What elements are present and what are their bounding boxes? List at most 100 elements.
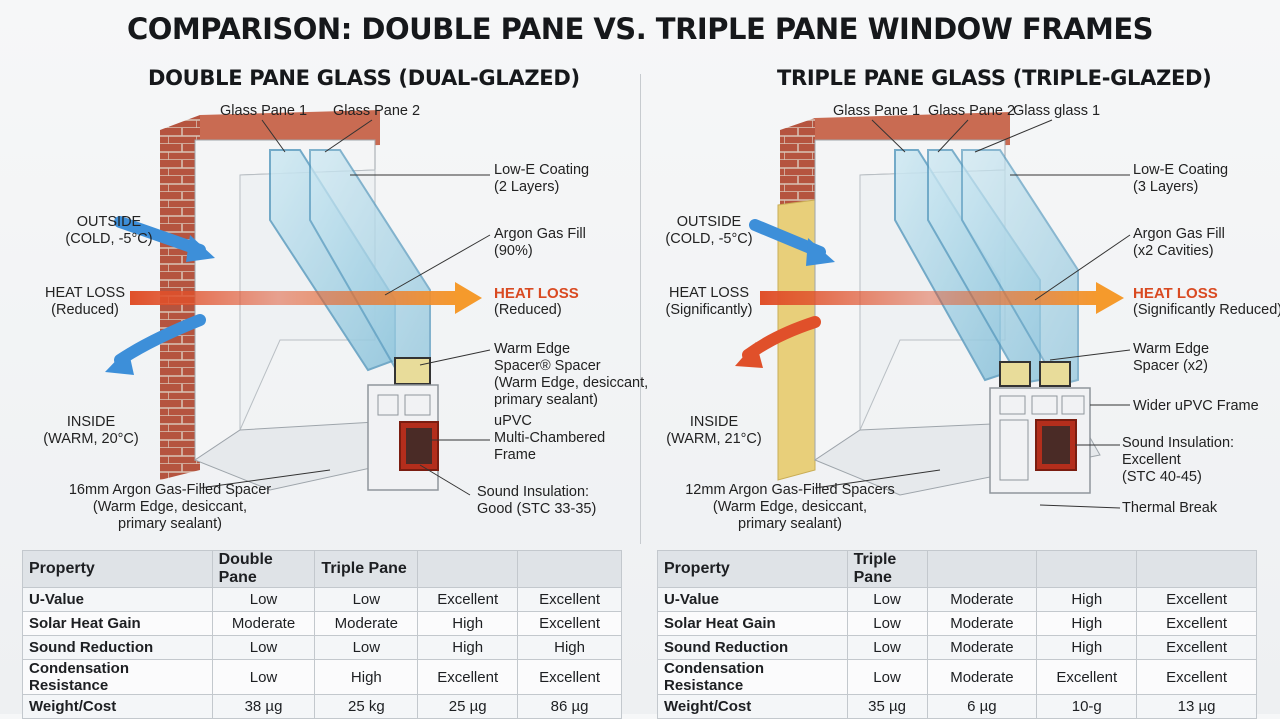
table-row: Weight/Cost 38 µg 25 kg 25 µg 86 µg xyxy=(22,694,622,719)
table-cell: High xyxy=(1036,611,1138,636)
table-cell: Excellent xyxy=(1136,587,1257,612)
table-cell: Low xyxy=(211,659,316,695)
label-outside-triple: OUTSIDE(COLD, -5°C) xyxy=(665,214,753,247)
label-glass-pane-1-triple: Glass Pane 1 xyxy=(833,103,921,119)
table-cell: High xyxy=(417,635,519,660)
page-title: COMPARISON: DOUBLE PANE VS. TRIPLE PANE … xyxy=(126,12,1154,46)
table-header xyxy=(926,550,1038,588)
table-row: U-Value Low Moderate High Excellent xyxy=(657,587,1257,612)
table-cell: Moderate xyxy=(926,659,1038,695)
table-header: Double Pane xyxy=(211,550,316,588)
warm-edge-spacer xyxy=(394,357,431,385)
label-thermal-break: Thermal Break xyxy=(1122,500,1218,516)
table-header: Property xyxy=(657,550,848,588)
table-cell: Excellent xyxy=(417,659,519,695)
table-cell: Sound Reduction xyxy=(22,635,213,660)
table-row: Sound Reduction Low Moderate High Excell… xyxy=(657,635,1257,660)
table-cell: U-Value xyxy=(22,587,213,612)
table-cell: Low xyxy=(211,635,316,660)
warm-edge-spacers-triple xyxy=(999,361,1071,387)
table-cell: 35 µg xyxy=(846,694,928,719)
double-pane-heading: DOUBLE PANE GLASS (DUAL-GLAZED) xyxy=(148,66,580,90)
table-cell: 86 µg xyxy=(517,694,622,719)
cold-outside-arrow-icon xyxy=(114,216,215,262)
table-cell: High xyxy=(1036,635,1138,660)
table-cell: Low xyxy=(314,587,419,612)
table-cell: U-Value xyxy=(657,587,848,612)
table-cell: High xyxy=(314,659,419,695)
table-cell: Excellent xyxy=(1136,635,1257,660)
table-header xyxy=(517,550,622,588)
table-cell: Solar Heat Gain xyxy=(22,611,213,636)
table-cell: Excellent xyxy=(417,587,519,612)
table-cell: Excellent xyxy=(517,659,622,695)
table-row: Solar Heat Gain Moderate Moderate High E… xyxy=(22,611,622,636)
table-row: U-Value Low Low Excellent Excellent xyxy=(22,587,622,612)
label-inside: INSIDE(WARM, 20°C) xyxy=(43,414,139,447)
table-cell: 6 µg xyxy=(926,694,1038,719)
panel-divider xyxy=(640,74,641,544)
table-cell: Low xyxy=(846,659,928,695)
table-cell: Sound Reduction xyxy=(657,635,848,660)
wider-upvc-frame xyxy=(989,387,1091,494)
label-glass-pane-2-triple: Glass Pane 2 xyxy=(928,103,1016,119)
label-heat-loss-right: HEAT LOSS (Reduced) xyxy=(494,285,579,318)
label-outside: OUTSIDE(COLD, -5°C) xyxy=(65,214,153,247)
comparison-table-triple: Property Triple Pane U-Value Low Moderat… xyxy=(657,550,1257,719)
heat-loss-arrow-icon xyxy=(130,282,482,314)
cold-outside-arrow-icon-triple xyxy=(749,219,835,266)
table-header xyxy=(417,550,519,588)
table-row: Solar Heat Gain Low Moderate High Excell… xyxy=(657,611,1257,636)
table-cell: Weight/Cost xyxy=(657,694,848,719)
table-header: Triple Pane xyxy=(314,550,419,588)
table-cell: Solar Heat Gain xyxy=(657,611,848,636)
label-warm-edge-spacer: Warm Edge Spacer® Spacer (Warm Edge, des… xyxy=(494,341,649,408)
table-header-row: Property Double Pane Triple Pane xyxy=(22,550,622,588)
label-inside-triple: INSIDE(WARM, 21°C) xyxy=(666,414,762,447)
glass-pane-3-triple xyxy=(961,149,1079,387)
label-heat-loss-left-triple: HEAT LOSS(Significantly) xyxy=(665,285,753,318)
double-pane-diagram xyxy=(105,110,491,496)
label-wider-frame: Wider uPVC Frame xyxy=(1133,398,1259,414)
callout-lines-triple xyxy=(814,119,1131,509)
table-cell: Low xyxy=(846,611,928,636)
table-cell: Moderate xyxy=(314,611,419,636)
table-cell: High xyxy=(517,635,622,660)
table-row: Condensation Resistance Low Moderate Exc… xyxy=(657,659,1257,695)
table-cell: High xyxy=(1036,587,1138,612)
table-cell: 13 µg xyxy=(1136,694,1257,719)
comparison-table-double: Property Double Pane Triple Pane U-Value… xyxy=(22,550,622,719)
callout-lines xyxy=(199,119,491,496)
table-cell: Low xyxy=(846,635,928,660)
table-cell: 38 µg xyxy=(211,694,316,719)
table-cell: Excellent xyxy=(1136,659,1257,695)
table-cell: Excellent xyxy=(517,587,622,612)
upvc-chambered-frame xyxy=(367,384,439,491)
table-row: Sound Reduction Low Low High High xyxy=(22,635,622,660)
triple-pane-diagram xyxy=(735,112,1131,509)
table-header: Triple Pane xyxy=(846,550,928,588)
table-cell: 10-g xyxy=(1036,694,1138,719)
table-header: Property xyxy=(22,550,213,588)
table-cell: Condensation Resistance xyxy=(657,659,848,695)
table-row: Condensation Resistance Low High Excelle… xyxy=(22,659,622,695)
table-cell: Moderate xyxy=(211,611,316,636)
table-cell: 25 kg xyxy=(314,694,419,719)
label-glass-pane-1: Glass Pane 1 xyxy=(220,103,308,119)
table-header-row: Property Triple Pane xyxy=(657,550,1257,588)
heat-loss-arrow-icon-triple xyxy=(760,282,1124,314)
table-cell: Low xyxy=(846,587,928,612)
label-heat-loss-right-triple: HEAT LOSS (Significantly Reduced) xyxy=(1133,285,1280,318)
table-cell: Excellent xyxy=(1136,611,1257,636)
label-sound-insulation-triple: Sound Insulation:Excellent(STC 40-45) xyxy=(1122,435,1235,485)
table-header xyxy=(1136,550,1257,588)
table-cell: Moderate xyxy=(926,635,1038,660)
triple-pane-heading: TRIPLE PANE GLASS (TRIPLE-GLAZED) xyxy=(777,66,1212,90)
label-bottom-spacer: 16mm Argon Gas-Filled Spacer(Warm Edge, … xyxy=(68,482,272,532)
label-lowe-coating-triple: Low-E Coating(3 Layers) xyxy=(1133,162,1229,195)
table-cell: 25 µg xyxy=(417,694,519,719)
label-sound-insulation: Sound Insulation:Good (STC 33-35) xyxy=(477,484,597,517)
wall-insulation xyxy=(777,199,816,481)
